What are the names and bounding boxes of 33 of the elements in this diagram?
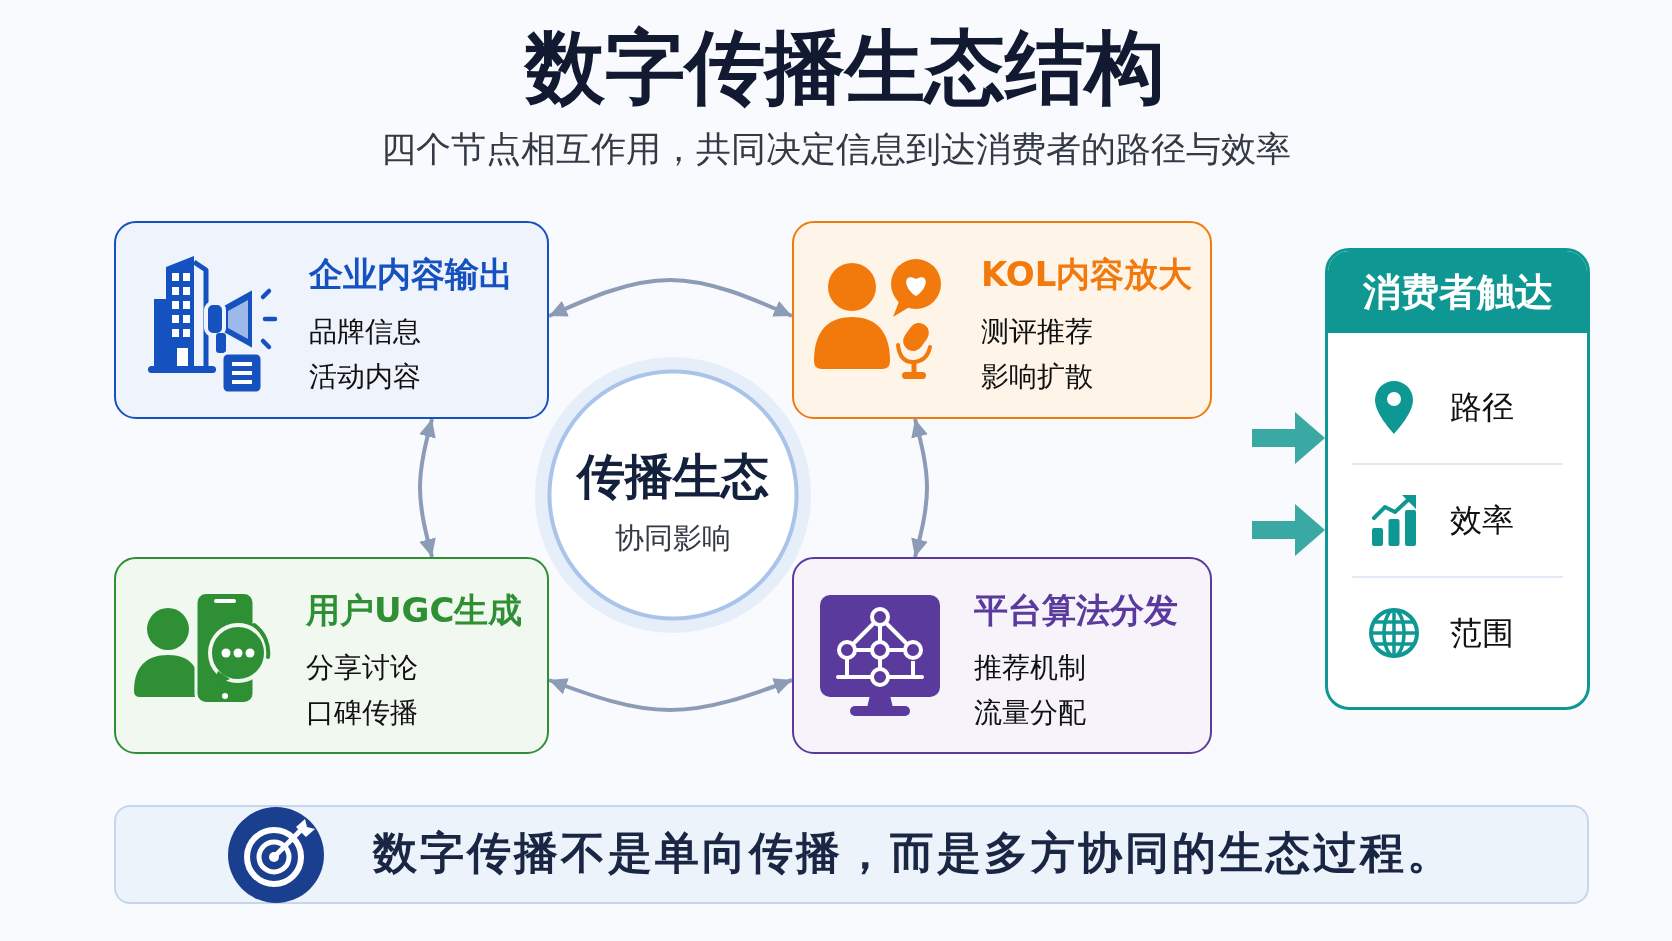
card-title: 企业内容输出 — [309, 254, 513, 294]
panel-header: 消费者触达 — [1328, 251, 1587, 333]
content-card — [114, 221, 549, 419]
card-text: 品牌信息 — [309, 315, 421, 349]
item-text: 效率 — [1450, 500, 1514, 540]
card-text: 活动内容 — [309, 360, 421, 394]
card-title: 用户UGC生成 — [306, 590, 523, 630]
reach-panel — [1325, 248, 1590, 710]
curved-double-arrow — [418, 418, 436, 558]
item-text: 范围 — [1450, 613, 1514, 653]
curved-double-arrow — [911, 418, 929, 558]
block-arrow — [1252, 504, 1325, 556]
hub-subtitle: 协同影响 — [615, 520, 731, 556]
summary-banner — [114, 805, 1589, 904]
page-title: 数字传播生态结构 — [525, 22, 1165, 114]
block-arrow — [1252, 412, 1325, 464]
content-card — [792, 557, 1212, 754]
item-text: 路径 — [1450, 387, 1514, 427]
card-text: 流量分配 — [974, 696, 1086, 730]
banner-text: 数字传播不是单向传播，而是多方协同的生态过程。 — [373, 827, 1454, 879]
card-text: 影响扩散 — [981, 360, 1093, 394]
curved-double-arrow — [548, 678, 793, 712]
card-text: 口碑传播 — [306, 696, 418, 730]
card-title: 平台算法分发 — [974, 590, 1178, 630]
card-text: 测评推荐 — [981, 315, 1093, 349]
content-card — [114, 557, 549, 754]
page-subtitle: 四个节点相互作用，共同决定信息到达消费者的路径与效率 — [381, 128, 1291, 171]
card-text: 推荐机制 — [974, 651, 1086, 685]
hub-title: 传播生态 — [577, 448, 769, 504]
content-card — [792, 221, 1212, 419]
curved-double-arrow — [548, 278, 793, 318]
card-title: KOL内容放大 — [981, 254, 1193, 294]
card-text: 分享讨论 — [306, 651, 418, 685]
